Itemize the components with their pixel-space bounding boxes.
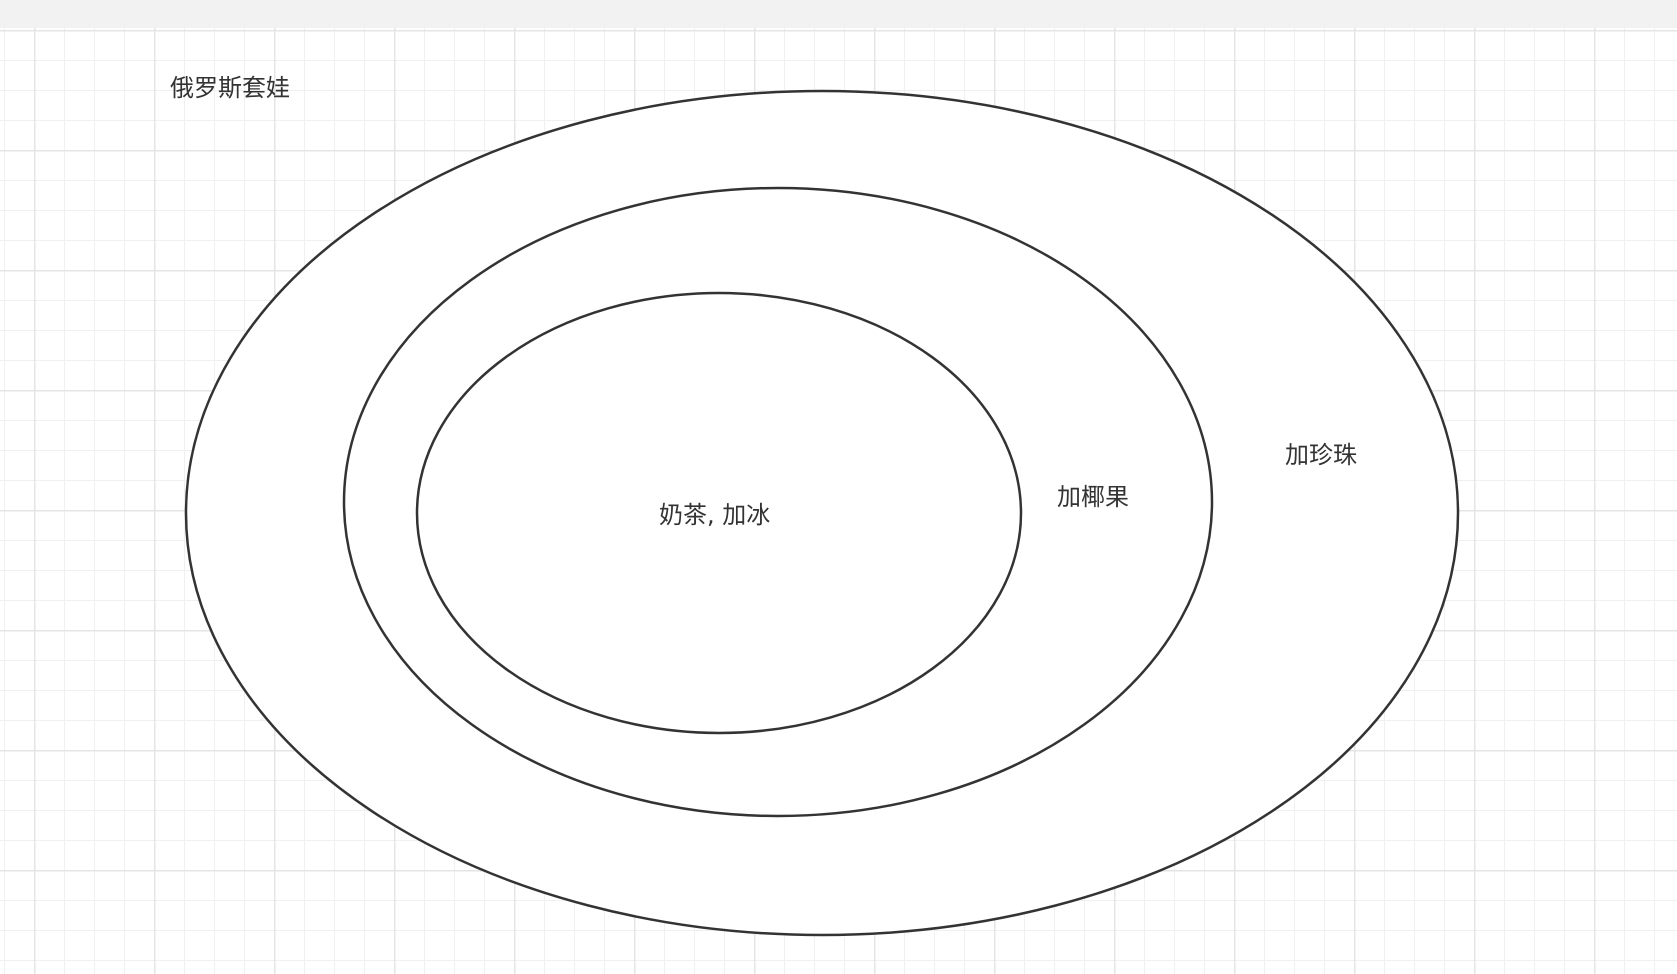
middle-ring-label[interactable]: 加椰果 — [1057, 483, 1129, 511]
inner-ellipse[interactable] — [415, 291, 1023, 735]
outer-ring-label[interactable]: 加珍珠 — [1285, 441, 1357, 469]
inner-ring-label[interactable]: 奶茶, 加冰 — [659, 501, 770, 529]
diagram-title[interactable]: 俄罗斯套娃 — [170, 74, 290, 102]
